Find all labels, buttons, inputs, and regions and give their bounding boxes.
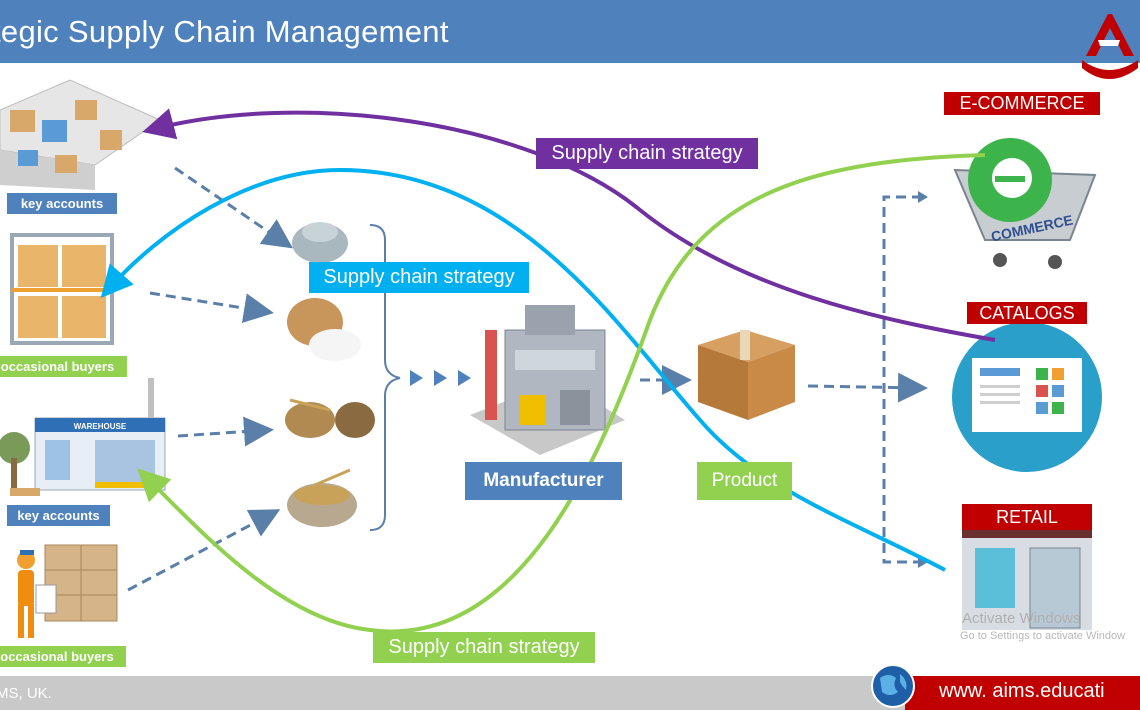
- flow-arrowhead-3: [458, 370, 471, 386]
- globe-icon: [871, 664, 915, 708]
- footer-url-bar: www. aims.educati: [905, 676, 1140, 710]
- grouping-brace: [369, 224, 401, 531]
- activate-windows-watermark: Activate Windows: [962, 610, 1081, 627]
- warehouse-floor-illustration: [0, 79, 162, 190]
- retail-store-illustration: [962, 530, 1092, 630]
- strategy-label-purple: Supply chain strategy: [536, 138, 758, 169]
- wheat-sacks-illustration: [285, 398, 375, 438]
- catalog-illustration: [952, 322, 1102, 472]
- dashed-arrow-2: [149, 291, 274, 323]
- aims-logo: [1082, 14, 1138, 79]
- ecommerce-cart-illustration: [953, 138, 1097, 269]
- pallet-rack-illustration: [10, 233, 114, 345]
- warehouse-building-illustration: [0, 378, 166, 496]
- key-accounts-label-2: key accounts: [7, 505, 110, 526]
- grain-bowl-illustration: [287, 468, 357, 527]
- dashed-arrow-product-channels: [807, 372, 928, 403]
- salt-sack-illustration: [287, 298, 361, 361]
- dashed-arrow-3: [177, 416, 274, 447]
- dashed-bracket-channels: [882, 195, 922, 564]
- retail-label: RETAIL: [962, 504, 1092, 530]
- flow-arrowhead-2: [434, 370, 447, 386]
- footer-url[interactable]: www. aims.educati: [939, 680, 1105, 702]
- dashed-arrow-1: [174, 166, 293, 249]
- occasional-buyers-label-1: occasional buyers: [0, 356, 127, 377]
- product-label: Product: [697, 462, 792, 500]
- manufacturer-label: Manufacturer: [465, 462, 622, 500]
- product-box-illustration: [698, 330, 795, 420]
- page-title: tegic Supply Chain Management: [0, 14, 449, 49]
- cyan-strategy-curve: [100, 167, 946, 572]
- green-strategy-curve: [137, 153, 986, 634]
- activate-windows-hint: Go to Settings to activate Window: [960, 630, 1126, 642]
- flow-arrowhead-1: [410, 370, 423, 386]
- worker-with-boxes-illustration: [17, 544, 118, 638]
- footer-copyright: MS, UK.: [0, 685, 52, 702]
- header-bar: tegic Supply Chain Management: [0, 0, 1140, 63]
- strategy-label-green: Supply chain strategy: [373, 632, 595, 663]
- purple-strategy-curve: [142, 108, 996, 342]
- occasional-buyers-label-2: occasional buyers: [0, 646, 126, 667]
- key-accounts-label-1: key accounts: [7, 193, 117, 214]
- footer-bar: MS, UK. www. aims.educati: [0, 676, 1140, 710]
- dashed-arrow-4: [127, 509, 281, 592]
- strategy-label-cyan: Supply chain strategy: [309, 262, 529, 293]
- warehouse-sign: WAREHOUSE: [74, 422, 127, 431]
- catalogs-label: CATALOGS: [967, 302, 1087, 324]
- ecommerce-label: E-COMMERCE: [944, 92, 1100, 115]
- gravel-sack-illustration: [292, 222, 348, 263]
- factory-illustration: [470, 305, 625, 455]
